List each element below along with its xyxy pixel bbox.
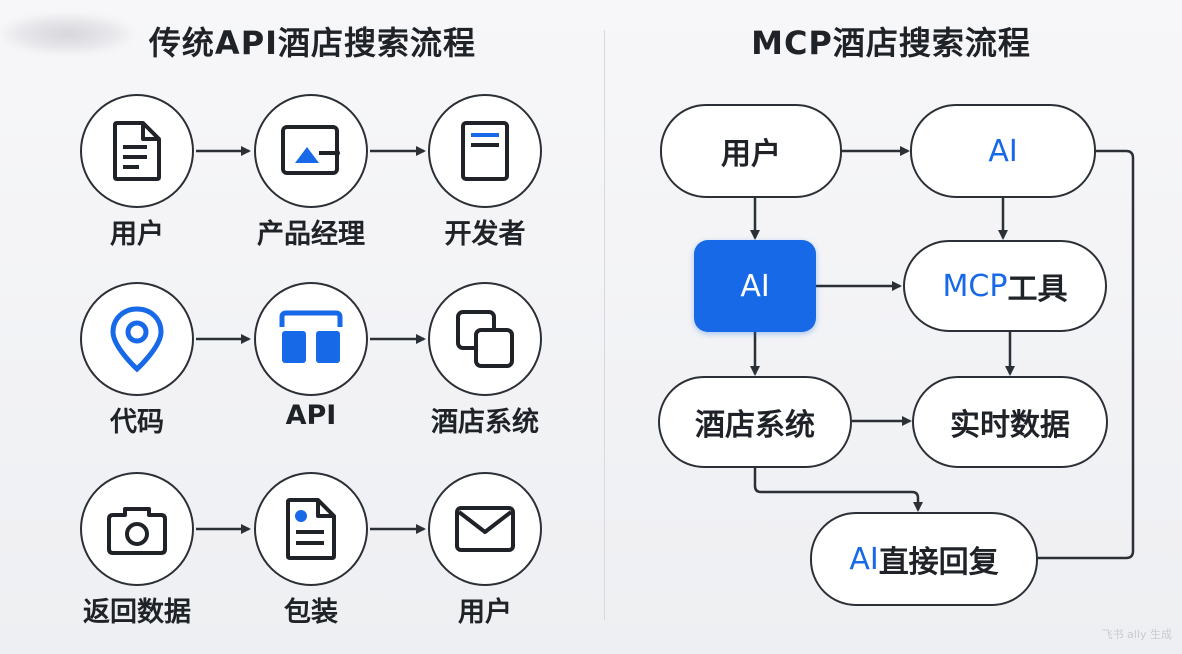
node-label: 返回数据 [83, 597, 191, 628]
node-label: 包装 [284, 597, 338, 628]
copy-squares-icon [456, 310, 514, 368]
api-blocks-icon [279, 310, 343, 363]
node-api-circle [254, 282, 368, 396]
camera-icon [107, 507, 167, 555]
node-label: 用户 [458, 597, 512, 628]
left-title: 传统API酒店搜索流程 [148, 24, 477, 62]
node-pm-circle [254, 94, 368, 208]
node-label: 产品经理 [257, 219, 365, 250]
node-hotel-system-label: 酒店系统 [695, 408, 815, 443]
envelope-icon [455, 506, 515, 552]
watermark-text: 飞书 ally 生成 [1101, 628, 1172, 641]
arrow-hotel-to-reply [753, 468, 923, 512]
node-mcp-suffix: 工具 [1007, 272, 1068, 307]
image-slide-icon [281, 125, 340, 175]
node-final-user-circle [428, 472, 542, 586]
node-label: 代码 [110, 407, 164, 438]
node-mcp-prefix: MCP [942, 268, 1008, 304]
node-ai-active-label: AI [740, 268, 770, 304]
node-user-circle [80, 94, 194, 208]
document-icon [113, 121, 161, 181]
node-pack-circle [254, 472, 368, 586]
node-user-label: 用户 [721, 137, 781, 172]
node-ai-pill: AI [910, 104, 1096, 198]
node-reply-suffix: 直接回复 [878, 545, 999, 580]
location-pin-icon [110, 306, 164, 373]
node-realtime-data-label: 实时数据 [950, 408, 1070, 443]
node-ai-label: AI [988, 133, 1018, 169]
node-label: 开发者 [444, 219, 526, 250]
node-label: 酒店系统 [431, 407, 539, 438]
node-dev-circle [428, 94, 542, 208]
node-user-pill: 用户 [660, 104, 842, 198]
node-realtime-data-pill: 实时数据 [912, 376, 1108, 468]
arrow-reply-loop [1038, 149, 1135, 560]
node-reply-prefix: AI [849, 541, 879, 577]
node-label: 用户 [110, 219, 164, 250]
node-ai-active: AI [694, 240, 816, 332]
right-title: MCP酒店搜索流程 [751, 24, 1031, 62]
node-label: API [285, 400, 337, 431]
node-hotel-system-pill: 酒店系统 [658, 376, 852, 468]
notebook-icon [461, 121, 509, 181]
node-return-circle [80, 472, 194, 586]
divider [604, 30, 605, 620]
profile-document-icon [286, 498, 336, 560]
node-code-circle [80, 282, 194, 396]
node-hotel-circle [428, 282, 542, 396]
blurred-watermark [2, 14, 132, 54]
